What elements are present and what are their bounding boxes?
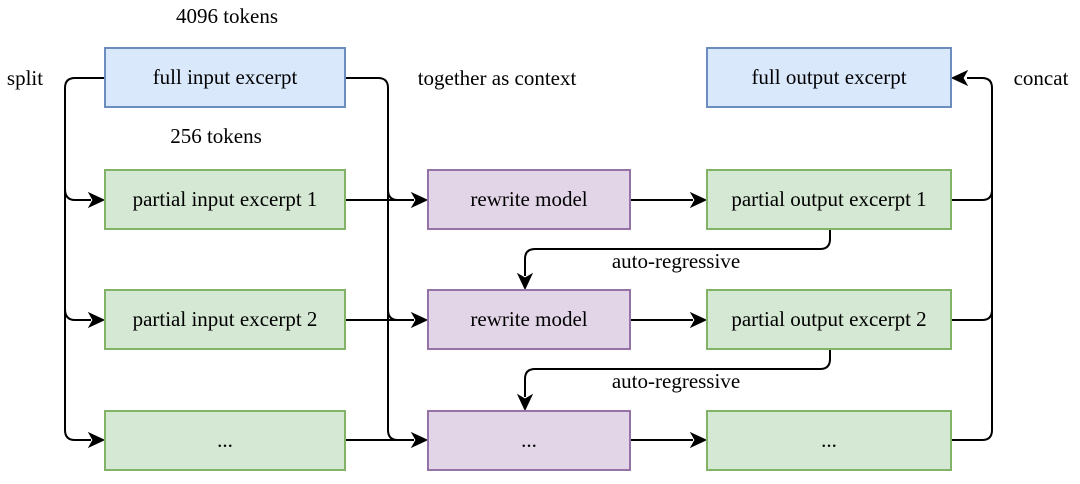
arrowhead-output-3: [689, 431, 708, 449]
together-as-context-label: together as context: [417, 66, 577, 90]
arrowhead-model-in-2: [410, 311, 429, 329]
rewrite-model-2-box: rewrite model: [427, 289, 631, 350]
rewrite-model-ellipsis-box: ...: [427, 410, 631, 471]
auto-regressive-label-2: auto-regressive: [611, 369, 741, 393]
arrowhead-split-3: [87, 431, 106, 449]
arrowhead-output-1: [689, 191, 708, 209]
full-input-excerpt-box: full input excerpt: [104, 47, 346, 108]
arrowhead-auto-regressive-2: [516, 393, 534, 412]
arrowhead-output-2: [689, 311, 708, 329]
tokens-4096-label: 4096 tokens: [175, 4, 279, 28]
partial-input-excerpt-1-box: partial input excerpt 1: [104, 169, 346, 230]
split-connector-trunk: [64, 77, 104, 441]
context-connector-branch-2: [387, 309, 399, 321]
split-label: split: [6, 66, 44, 90]
arrowhead-model-in-3: [410, 431, 429, 449]
arrowhead-concat: [950, 69, 969, 87]
partial-output-ellipsis-box: ...: [706, 410, 952, 471]
partial-output-excerpt-2-box: partial output excerpt 2: [706, 289, 952, 350]
partial-output-excerpt-1-box: partial output excerpt 1: [706, 169, 952, 230]
arrowhead-split-2: [87, 311, 106, 329]
auto-regressive-label-1: auto-regressive: [611, 249, 741, 273]
arrowhead-split-1: [87, 191, 106, 209]
context-connector-trunk: [346, 77, 407, 441]
auto-regressive-connector-1: [524, 230, 831, 276]
concat-connector-branch-2: [952, 309, 993, 321]
auto-regressive-connector-2: [524, 350, 831, 397]
tokens-256-label: 256 tokens: [170, 124, 262, 148]
context-connector-branch-1: [387, 189, 399, 201]
concat-label: concat: [1013, 66, 1069, 90]
arrowhead-auto-regressive-1: [516, 272, 534, 291]
partial-input-excerpt-2-box: partial input excerpt 2: [104, 289, 346, 350]
concat-connector-trunk: [952, 77, 993, 441]
split-connector-branch-2: [64, 308, 91, 321]
rewrite-model-1-box: rewrite model: [427, 169, 631, 230]
arrowhead-model-in-1: [410, 191, 429, 209]
partial-input-ellipsis-box: ...: [104, 410, 346, 471]
full-output-excerpt-box: full output excerpt: [706, 47, 952, 108]
concat-connector-branch-1: [952, 189, 993, 201]
split-connector-branch-1: [64, 188, 91, 201]
